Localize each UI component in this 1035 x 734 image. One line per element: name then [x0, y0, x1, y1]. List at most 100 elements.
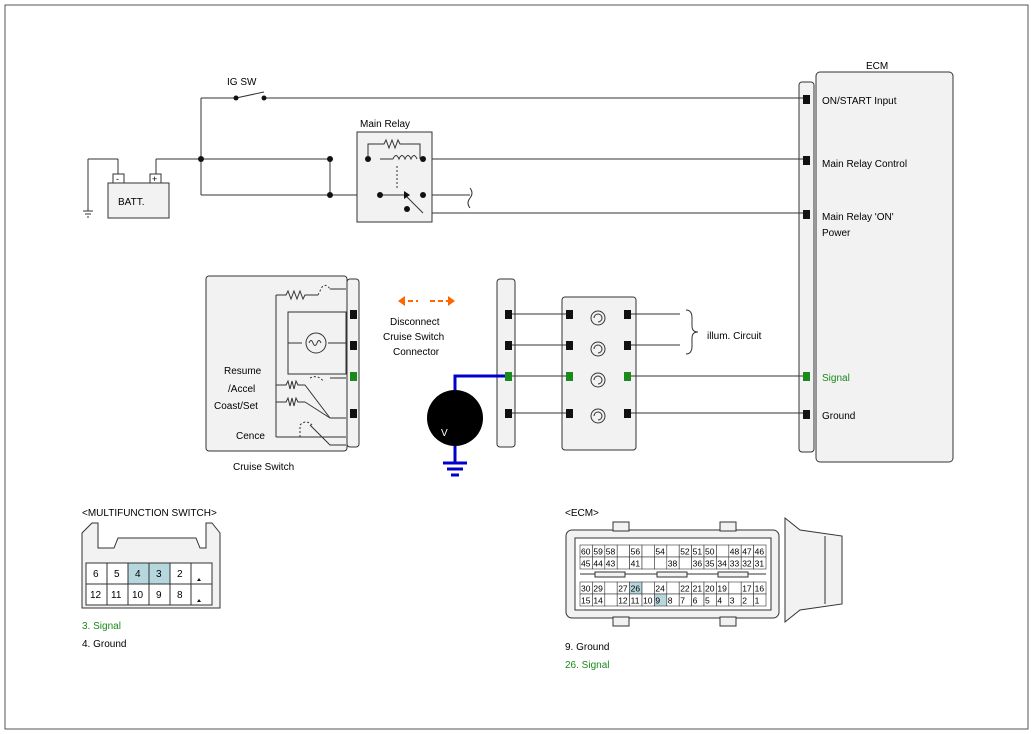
- mf-pin: 9: [156, 590, 162, 601]
- cruise-pin: [350, 341, 357, 350]
- ecm-pin-label: 45: [581, 559, 591, 569]
- ecm-pin-label: 59: [593, 547, 603, 557]
- ecm-pin-label: 29: [593, 584, 603, 594]
- ecm-pin-label: Main Relay Control: [822, 159, 907, 170]
- ecm-pin-label: 4: [717, 596, 722, 606]
- ecm-pin-label: Signal: [822, 373, 850, 384]
- ecm-pin-label: 22: [680, 584, 690, 594]
- ecm-pin-cell: [728, 581, 742, 595]
- mf-legend-ground: 4. Ground: [82, 639, 126, 650]
- disconnect-line: Disconnect: [390, 317, 440, 328]
- diagram-frame: [4, 4, 1029, 730]
- mf-pin: 4: [135, 569, 141, 580]
- ecm-pin-label: 19: [717, 584, 727, 594]
- battery-body: [107, 182, 170, 219]
- ecm-pin-label: 36: [693, 559, 703, 569]
- ecm-pin: [803, 156, 810, 165]
- mf-pin: 5: [114, 569, 120, 580]
- ecm-pin-label: 3: [730, 596, 735, 606]
- disconnect-line: Connector: [393, 347, 440, 358]
- mf-pin: 8: [177, 590, 183, 601]
- ecm-pin-cell: [666, 581, 680, 595]
- ecm-pin-cell: [616, 556, 630, 570]
- ecm-pin-label: 33: [730, 559, 740, 569]
- ecm-pin-label: 34: [717, 559, 727, 569]
- main-relay: Main Relay: [327, 119, 473, 223]
- ignition-switch: IG SW: [198, 77, 267, 162]
- ecm-pin-cell: [666, 544, 680, 558]
- illum-circuit-label: illum. Circuit: [707, 331, 762, 342]
- ecm-pin-label: Ground: [822, 411, 855, 422]
- ecm-pin-label: 11: [631, 596, 640, 606]
- mf-pin: 6: [93, 569, 99, 580]
- mf-pin: 11: [111, 590, 122, 601]
- ecm-pin-label: 50: [705, 547, 715, 557]
- main-relay-label: Main Relay: [360, 119, 410, 130]
- cruise-pin: [350, 310, 357, 319]
- harness-connector: [496, 278, 516, 448]
- battery-plus: +: [152, 174, 157, 184]
- ecm-pin-label: 41: [631, 559, 641, 569]
- ecm-pin-label: Power: [822, 228, 851, 239]
- ecm-pin-label: 35: [705, 559, 715, 569]
- ecm-pin-label: 56: [631, 547, 641, 557]
- mf-pin: 10: [132, 590, 144, 601]
- disconnect-note: Disconnect Cruise Switch Connector: [383, 296, 455, 358]
- battery-label: BATT.: [118, 197, 144, 208]
- ecm-pin-label: 60: [581, 547, 591, 557]
- ecm-pin-label: 1: [755, 596, 760, 606]
- ecm-pin-cell: [641, 556, 655, 570]
- ecm-pin-label: 54: [655, 547, 665, 557]
- ecm-pin-label: 7: [680, 596, 685, 606]
- ecm-connector-title: <ECM>: [565, 508, 599, 519]
- cruise-label-cence: Cence: [236, 431, 265, 442]
- ecm-pin-label: 27: [618, 584, 628, 594]
- mf-pin-cells: [85, 562, 213, 606]
- ecm-pin-label: 14: [593, 596, 603, 606]
- ecm-title: ECM: [866, 61, 888, 72]
- ecm-legend-ground: 9. Ground: [565, 642, 609, 653]
- battery-minus: -: [116, 174, 119, 184]
- ecm-pin-label: 38: [668, 559, 678, 569]
- ecm-pin-label: 21: [693, 584, 703, 594]
- cruise-label-accel: /Accel: [228, 384, 255, 395]
- clockspring-connector: [561, 296, 637, 451]
- ecm-body: [815, 71, 954, 463]
- ig-sw-label: IG SW: [227, 77, 257, 88]
- ecm-pin-label: 26: [631, 584, 641, 594]
- power-circuit: [83, 91, 803, 218]
- ecm-pin: [803, 210, 810, 219]
- ecm-pin-label: 24: [655, 584, 665, 594]
- ecm-pin-label: 2: [742, 596, 747, 606]
- cruise-pin: [350, 409, 357, 418]
- multifunction-connector: <MULTIFUNCTION SWITCH> 6 5 4 3 2 12 11 1…: [81, 508, 221, 650]
- ecm-pin-label: 20: [705, 584, 715, 594]
- harness-wires: [512, 309, 803, 414]
- ecm-pin-label: 12: [618, 596, 628, 606]
- cruise-pin: [350, 372, 357, 381]
- voltmeter: V: [427, 374, 505, 477]
- ecm-pin-cell: [753, 556, 767, 570]
- multifunction-title: <MULTIFUNCTION SWITCH>: [82, 508, 217, 519]
- ecm-pin-label: 9: [655, 596, 660, 606]
- ecm-pin-label: 43: [606, 559, 616, 569]
- mf-pin: 2: [177, 569, 183, 580]
- cruise-label-resume: Resume: [224, 366, 262, 377]
- ecm-pin-label: 6: [693, 596, 698, 606]
- ecm-pin-label: Main Relay 'ON': [822, 212, 894, 223]
- ecm-pin-label: ON/START Input: [822, 96, 897, 107]
- ecm-pin-label: 52: [680, 547, 690, 557]
- ecm-pin-cell: [604, 593, 618, 607]
- mf-legend-signal: 3. Signal: [82, 621, 121, 632]
- ecm-pin: [803, 95, 810, 104]
- ecm-pin: [803, 372, 810, 381]
- ecm-pin-cell: [654, 556, 668, 570]
- ecm-pin-label: 47: [742, 547, 752, 557]
- ecm-pin-cell: [716, 544, 730, 558]
- cruise-label-coast: Coast/Set: [214, 401, 258, 412]
- ecm-pin-label: 5: [705, 596, 710, 606]
- ecm-pin-label: 17: [742, 584, 752, 594]
- ecm-pin-label: 15: [581, 596, 591, 606]
- battery: - + BATT.: [107, 173, 170, 219]
